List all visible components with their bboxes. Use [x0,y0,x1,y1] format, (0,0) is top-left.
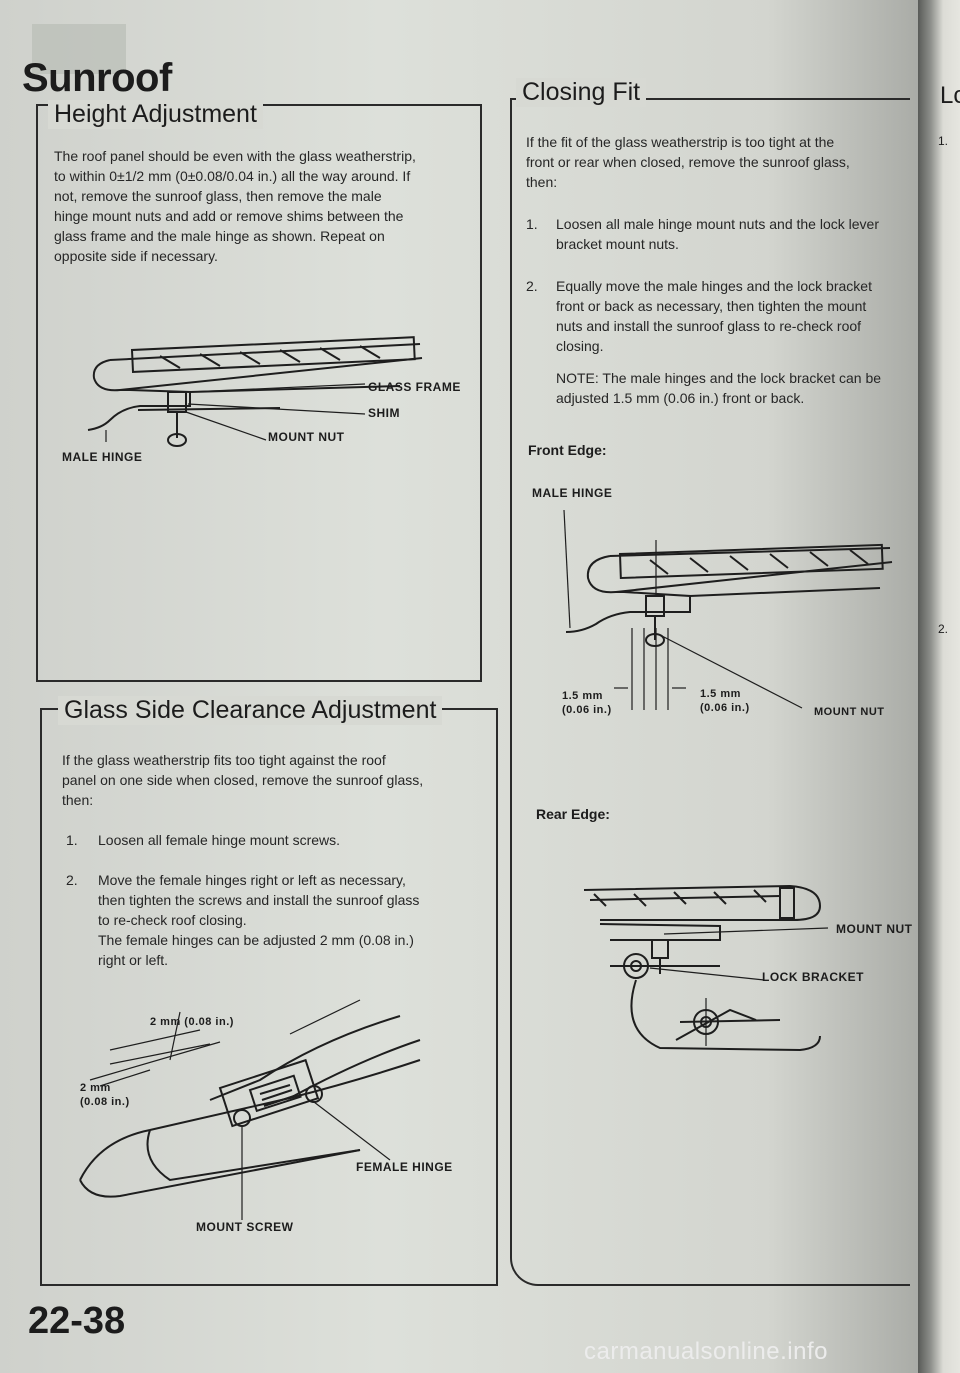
front-right-dimension: (0.06 in.) [700,702,750,714]
side-left-dimension: (0.08 in.) [80,1096,130,1108]
side-left-dimension: 2 mm [80,1082,111,1094]
front-left-dimension: 1.5 mm [562,690,603,702]
rear-edge-heading: Rear Edge: [536,806,610,822]
height-text-line: hinge mount nuts and add or remove shims… [54,208,404,224]
height-text-line: not, remove the sunroof glass, then remo… [54,188,382,204]
section-tab-mark [32,24,126,74]
note-line: adjusted 1.5 mm (0.06 in.) front or back… [556,390,805,406]
female-hinge-label: FEMALE HINGE [356,1160,453,1174]
closing-step-line: bracket mount nuts. [556,236,679,252]
front-edge-diagram [563,509,893,710]
side-step-line: The female hinges can be adjusted 2 mm (… [98,932,414,948]
side-clearance-intro: If the glass weatherstrip fits too tight… [62,750,482,810]
page-title: Sunroof [22,56,172,100]
front-mount-nut-label: MOUNT NUT [814,706,885,718]
height-text-line: The roof panel should be even with the g… [54,148,416,164]
book-spine [918,0,960,1373]
closing-step-line: nuts and install the sunroof glass to re… [556,318,862,334]
side-step-text: Loosen all female hinge mount screws. [98,832,341,848]
height-text-line: to within 0±1/2 mm (0±0.08/0.04 in.) all… [54,168,411,184]
lock-bracket-label: LOCK BRACKET [762,970,864,984]
height-adjustment-diagram [87,336,423,447]
next-page-heading-fragment: Lc [940,82,960,109]
side-step-line: then tighten the screws and install the … [98,892,420,908]
side-clearance-title: Glass Side Clearance Adjustment [58,696,443,725]
closing-step-number: 1. [526,216,538,232]
front-male-hinge-label: MALE HINGE [532,486,613,500]
side-clearance-diagram [79,999,421,1220]
front-right-dimension: 1.5 mm [700,688,741,700]
side-step-text: Move the female hinges right or left as … [98,870,478,970]
male-hinge-label: MALE HINGE [62,450,143,464]
next-page-step-fragment: 1. [938,134,949,148]
side-step-line: right or left. [98,952,169,968]
closing-fit-title: Closing Fit [516,78,647,107]
closing-step-number: 2. [526,278,538,294]
closing-step-text: Equally move the male hinges and the loc… [556,276,906,356]
closing-fit-note: NOTE: The male hinges and the lock brack… [556,368,906,408]
closing-step-text: Loosen all male hinge mount nuts and the… [556,214,906,254]
closing-intro-line: front or rear when closed, remove the su… [526,154,850,170]
front-edge-heading: Front Edge: [528,442,607,458]
side-step-line: Move the female hinges right or left as … [98,872,406,888]
closing-step-line: front or back as necessary, then tighten… [556,298,867,314]
closing-step-line: Loosen all male hinge mount nuts and the… [556,216,879,232]
side-intro-line: If the glass weatherstrip fits too tight… [62,752,386,768]
front-left-dimension: (0.06 in.) [562,704,612,716]
side-intro-line: panel on one side when closed, remove th… [62,772,424,788]
side-step-number: 1. [66,832,78,848]
side-step-line: to re-check roof closing. [98,912,247,928]
glass-frame-label: GLASS FRAME [368,380,461,394]
height-text-line: glass frame and the male hinge as shown.… [54,228,385,244]
footer-watermark: carmanualsonline.info [584,1338,828,1365]
closing-intro-line: then: [526,174,558,190]
side-top-dimension: 2 mm (0.08 in.) [150,1016,234,1028]
closing-step-line: closing. [556,338,604,354]
next-page-step-fragment: 2. [938,622,949,636]
height-text-line: opposite side if necessary. [54,248,218,264]
closing-fit-intro: If the fit of the glass weatherstrip is … [526,132,906,192]
note-line: NOTE: The male hinges and the lock brack… [556,370,882,386]
height-adjustment-text: The roof panel should be even with the g… [54,146,464,266]
mount-nut-label: MOUNT NUT [268,430,345,444]
shim-label: SHIM [368,406,400,420]
page-number: 22-38 [28,1300,126,1342]
rear-edge-diagram [583,884,829,1052]
height-adjustment-title: Height Adjustment [48,100,263,129]
side-intro-line: then: [62,792,94,808]
mount-screw-label: MOUNT SCREW [196,1220,294,1234]
closing-step-line: Equally move the male hinges and the loc… [556,278,872,294]
closing-fit-panel [510,98,910,1286]
closing-intro-line: If the fit of the glass weatherstrip is … [526,134,835,150]
side-step-number: 2. [66,872,78,888]
rear-mount-nut-label: MOUNT NUT [836,922,913,936]
